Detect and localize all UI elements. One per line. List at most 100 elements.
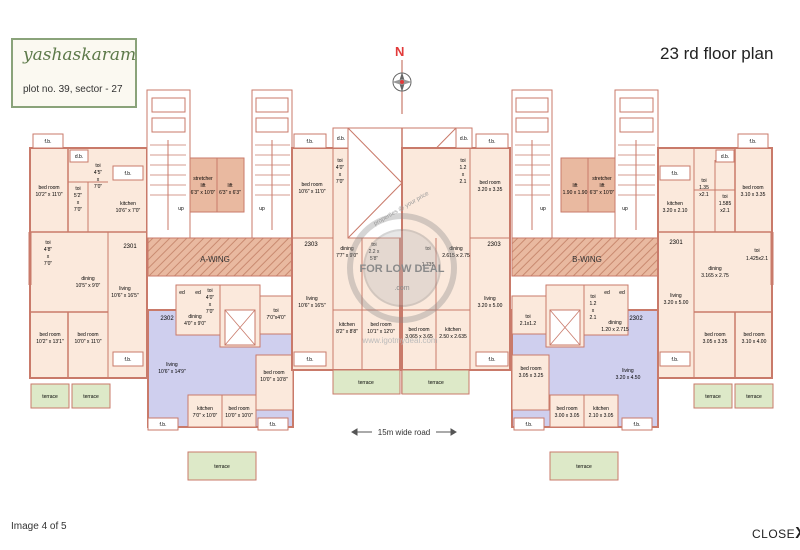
room-size: x bbox=[97, 177, 100, 183]
room-size: 2.1 bbox=[590, 315, 597, 321]
watermark-site: www.igotmydeal.com bbox=[361, 336, 437, 345]
wing-label: B-WING bbox=[572, 255, 602, 264]
terrace-label: terrace bbox=[358, 380, 374, 386]
up-label: up bbox=[622, 206, 628, 212]
terrace-label: terrace bbox=[214, 464, 230, 470]
close-icon: X bbox=[795, 525, 800, 542]
room-size: 10'5" x 9'0" bbox=[76, 283, 101, 289]
flat-a2302 bbox=[147, 284, 294, 481]
fb-label: f.b. bbox=[307, 139, 314, 145]
room-label: toi bbox=[754, 248, 759, 254]
room-size: 3.20 x 3.35 bbox=[478, 187, 503, 193]
fb-label: f.b. bbox=[526, 422, 533, 428]
room-size: 4'0" x 9'0" bbox=[184, 321, 206, 327]
room-label: bed room bbox=[39, 332, 60, 338]
terrace-label: terrace bbox=[83, 394, 99, 400]
room-size: 3.10 x 3.35 bbox=[741, 192, 766, 198]
watermark-sub: .com bbox=[394, 285, 409, 292]
room-label: dining bbox=[188, 314, 202, 320]
room-size: 10'6" x 16'5" bbox=[298, 303, 326, 309]
road-label: 15m wide road bbox=[378, 428, 430, 437]
room-size: 1.2 bbox=[460, 165, 467, 171]
room-label: toi bbox=[95, 163, 100, 169]
room-size: 2.10 x 3.05 bbox=[589, 413, 614, 419]
room-label: living bbox=[119, 286, 131, 292]
room-label: toi bbox=[45, 240, 50, 246]
room-label: toi bbox=[425, 246, 430, 252]
room-size: 1.735 bbox=[422, 262, 435, 268]
flat-number: 2303 bbox=[304, 242, 318, 248]
room-size: 2.1x1.2 bbox=[520, 321, 537, 327]
terrace-label: terrace bbox=[42, 394, 58, 400]
room-label: toi bbox=[273, 308, 278, 314]
ed-label: ed bbox=[195, 290, 201, 296]
room-label: bed room bbox=[301, 182, 322, 188]
flat-number: 2301 bbox=[123, 244, 137, 250]
a-wing-stair-treads bbox=[150, 144, 290, 196]
room-size: 1.585 bbox=[719, 201, 732, 207]
room-label: dining bbox=[81, 276, 95, 282]
db-label: d.b. bbox=[337, 136, 345, 142]
watermark bbox=[347, 213, 457, 323]
fb-label: f.b. bbox=[125, 357, 132, 363]
room-label: kitchen bbox=[120, 201, 136, 207]
room-size: 2.2 x bbox=[369, 249, 380, 255]
room-label: bed room bbox=[742, 185, 763, 191]
room-label: bed room bbox=[263, 370, 284, 376]
lift-size: 6'3" x 6'3" bbox=[219, 190, 241, 196]
room-label: toi bbox=[371, 242, 376, 248]
fb-label: f.b. bbox=[160, 422, 167, 428]
room-label: toi bbox=[722, 194, 727, 200]
road-arrow-icon bbox=[351, 428, 457, 436]
fb-label: f.b. bbox=[307, 357, 314, 363]
close-button[interactable]: CLOSEX bbox=[752, 525, 800, 543]
room-size: x bbox=[47, 254, 50, 260]
db-label: d.b. bbox=[721, 154, 729, 160]
a-wing-core bbox=[146, 89, 293, 239]
room-size: 3.00 x 3.05 bbox=[555, 413, 580, 419]
room-size: 10'6" x 14'9" bbox=[158, 369, 186, 375]
fb-label: f.b. bbox=[634, 422, 641, 428]
room-size: x bbox=[209, 302, 212, 308]
flat-number: 2301 bbox=[669, 240, 683, 246]
room-size: 10'2" x 13'1" bbox=[36, 339, 64, 345]
room-label: bed room bbox=[556, 406, 577, 412]
brand-plot: plot no. 39, sector - 27 bbox=[23, 84, 123, 95]
fb-label: f.b. bbox=[489, 139, 496, 145]
room-label: toi bbox=[207, 288, 212, 294]
room-label: toi bbox=[590, 294, 595, 300]
room-size: 7'0" bbox=[206, 309, 215, 315]
stretcher-label: stretcher bbox=[193, 176, 213, 182]
fb-label: f.b. bbox=[125, 171, 132, 177]
terrace-label: terrace bbox=[705, 394, 721, 400]
fb-label: f.b. bbox=[672, 171, 679, 177]
room-label: dining bbox=[708, 266, 722, 272]
room-size: 10'6" x 7'0" bbox=[116, 208, 141, 214]
lift-size: 6'3" x 10'0" bbox=[590, 190, 615, 196]
room-size: x bbox=[592, 308, 595, 314]
db-label: d.b. bbox=[75, 154, 83, 160]
ed-label: ed bbox=[179, 290, 185, 296]
room-label: kitchen bbox=[667, 201, 683, 207]
watermark-main: FOR LOW DEAL bbox=[360, 263, 445, 275]
room-size: x2.1 bbox=[699, 192, 709, 198]
lift-label: lift bbox=[228, 183, 234, 189]
room-size: 3.10 x 4.00 bbox=[742, 339, 767, 345]
logo-corner bbox=[11, 38, 23, 50]
room-size: 3.05 x 3.25 bbox=[519, 373, 544, 379]
room-size: 5'8" bbox=[370, 256, 379, 262]
room-label: toi bbox=[460, 158, 465, 164]
compass-rose-icon bbox=[392, 60, 412, 114]
room-size: 4'0" bbox=[336, 165, 345, 171]
flat-number: 2302 bbox=[160, 316, 174, 322]
room-label: bed room bbox=[704, 332, 725, 338]
room-size: 10'0" x 11'0" bbox=[74, 339, 101, 345]
room-size: 7'0" x 10'0" bbox=[193, 413, 218, 419]
room-size: 7'0" bbox=[94, 184, 103, 190]
room-label: bed room bbox=[370, 322, 391, 328]
up-label: up bbox=[259, 206, 265, 212]
fb-label: f.b. bbox=[672, 357, 679, 363]
fb-label: f.b. bbox=[45, 139, 52, 145]
b-wing-lobby bbox=[511, 237, 659, 277]
up-label: up bbox=[540, 206, 546, 212]
